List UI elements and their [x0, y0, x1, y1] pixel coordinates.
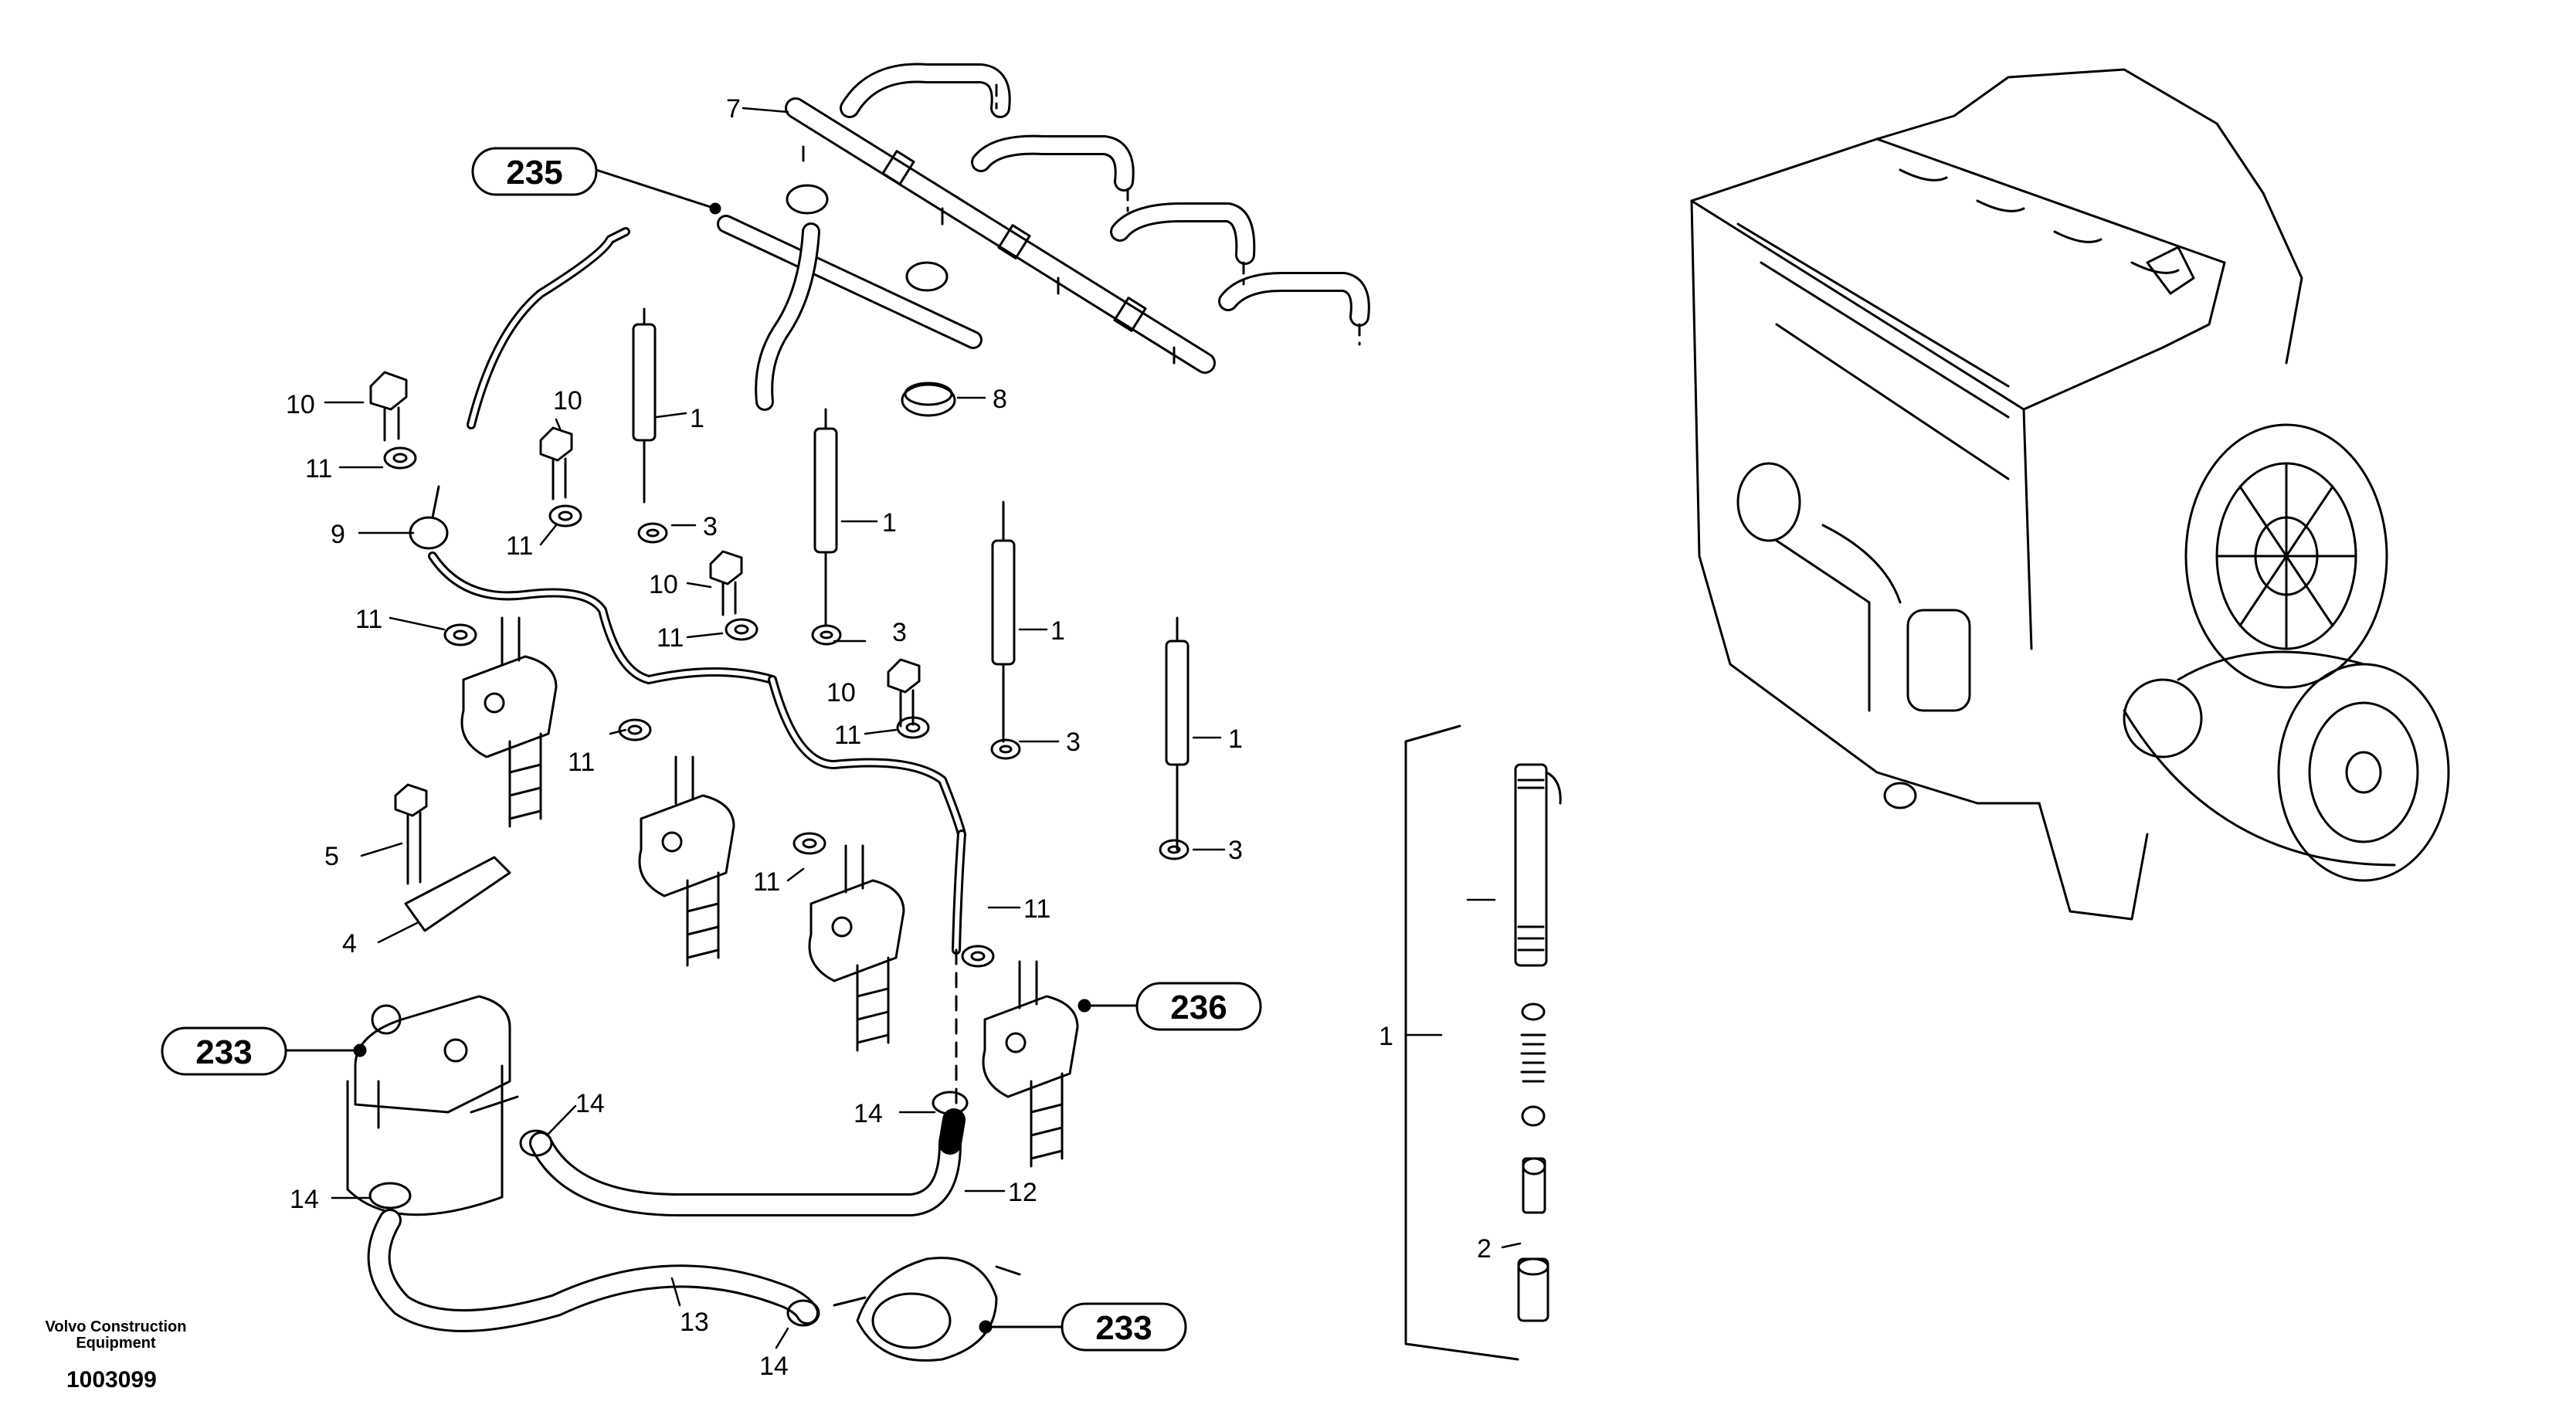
ref-pill-233-pump[interactable]: [979, 1302, 1187, 1352]
banjo-fitting: [409, 485, 449, 550]
callout-3: 3: [703, 512, 718, 541]
injection-pump-2: [638, 755, 735, 967]
callout-1: 1: [882, 508, 897, 538]
callout-3: 3: [1066, 728, 1081, 757]
callout-14: 14: [854, 1099, 883, 1128]
ref-label-233-filter: 233: [195, 1033, 252, 1071]
washers: [383, 446, 1190, 968]
hose-clips: [786, 184, 956, 417]
callout-11: 11: [506, 531, 533, 561]
callout-7: 7: [726, 94, 741, 124]
callout-11: 11: [568, 748, 595, 777]
ref-pill-233-filter[interactable]: [161, 1026, 367, 1076]
engine-overview: [1690, 68, 2450, 921]
callout-1: 1: [1228, 724, 1243, 754]
fuel-hose-13: [367, 1209, 819, 1332]
callout-2: 2: [1477, 1234, 1492, 1264]
company-name: Volvo Construction Equipment: [31, 1319, 201, 1352]
leader-lines: [324, 107, 1522, 1349]
callout-10: 10: [826, 678, 856, 707]
callout-1: 1: [1379, 1022, 1393, 1051]
leak-off-rail: [785, 97, 1216, 374]
callout-10: 10: [649, 570, 678, 599]
fuel-filter: [346, 995, 519, 1216]
callout-1: 1: [1050, 616, 1065, 646]
injection-pump-1: [460, 616, 558, 828]
injector-4: [1165, 616, 1190, 851]
company-line-1: Volvo Construction: [45, 1318, 187, 1335]
callout-3: 3: [1228, 836, 1243, 865]
callout-11: 11: [1023, 894, 1050, 924]
injection-pipes: [428, 227, 966, 1106]
callout-11: 11: [355, 605, 382, 634]
callout-11: 11: [834, 721, 861, 750]
callout-4: 4: [342, 929, 357, 958]
callout-13: 13: [680, 1308, 709, 1337]
callout-11: 11: [753, 867, 780, 897]
hose-clamps: [368, 1091, 969, 1327]
feed-pump: [833, 1257, 1021, 1362]
callout-10: 10: [553, 386, 582, 416]
injector-1: [632, 307, 657, 504]
callout-9: 9: [331, 520, 345, 549]
callout-14: 14: [759, 1352, 789, 1381]
ref-label-235: 235: [506, 154, 562, 192]
ref-pill-236[interactable]: [1078, 982, 1262, 1031]
document-id: 1003099: [66, 1367, 157, 1393]
ref-label-236: 236: [1170, 989, 1227, 1026]
callout-11: 11: [657, 623, 684, 653]
exploded-injector: [1404, 724, 1562, 1361]
callout-3: 3: [892, 618, 907, 647]
injection-pump-4: [982, 960, 1079, 1168]
callout-1: 1: [690, 404, 704, 433]
ref-pill-235[interactable]: [471, 147, 721, 215]
bolts: [369, 371, 921, 885]
clamp-plate: [404, 856, 511, 932]
callout-12: 12: [1008, 1178, 1037, 1207]
injection-pump-3: [808, 844, 905, 1052]
callout-14: 14: [290, 1185, 319, 1214]
callout-11: 11: [305, 454, 332, 483]
callout-10: 10: [286, 390, 315, 419]
ref-label-233-pump: 233: [1095, 1309, 1152, 1347]
injector-3: [991, 500, 1016, 743]
company-line-2: Equipment: [76, 1335, 156, 1352]
injector-2: [813, 408, 838, 627]
return-hoses: [717, 63, 1370, 411]
callout-14: 14: [575, 1089, 605, 1118]
callout-8: 8: [993, 385, 1007, 414]
fuel-hose-12: [529, 1108, 966, 1216]
callout-5: 5: [324, 842, 339, 871]
